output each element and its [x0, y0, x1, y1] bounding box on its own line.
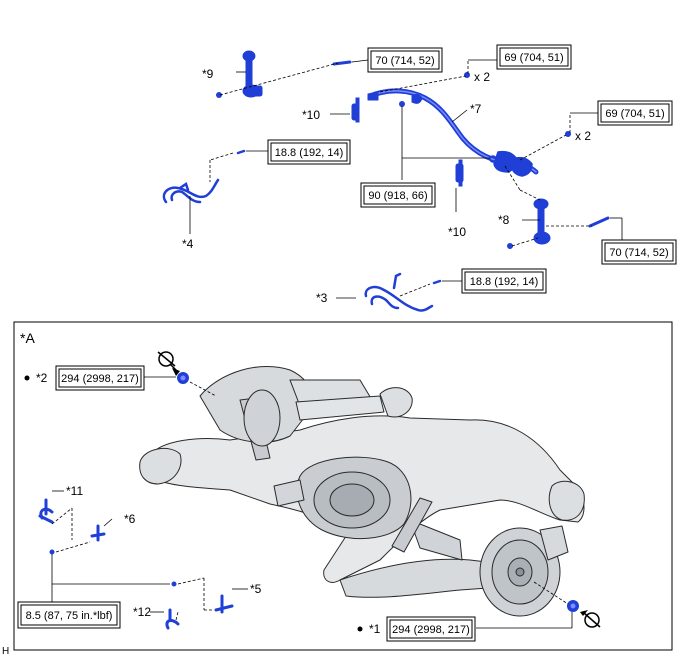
qty-nut-top: x 2: [474, 70, 490, 84]
callout-8: *8: [498, 213, 510, 227]
nut-bracket: [399, 101, 405, 107]
callout-10-right: *10: [448, 225, 466, 239]
sensor-harness-upper: [162, 178, 220, 204]
torque-box-hub-bottom: 294 (2998, 217): [386, 616, 476, 642]
torque-box-sensor-lower: 18.8 (192, 14): [461, 268, 547, 294]
replace-part-icon-bottom: [580, 610, 601, 628]
callout-12: *12: [133, 605, 151, 619]
torque-box-bracket: 90 (918, 66): [360, 182, 436, 208]
sensor-harness-lower: [364, 272, 434, 312]
torque-hub-top: 294 (2998, 217): [61, 373, 139, 385]
harness-clamp-12: [165, 608, 180, 630]
bolt-sensor-upper: [236, 149, 246, 155]
bushing-bracket-right: [455, 159, 464, 187]
torque-sensor-lower: 18.8 (192, 14): [470, 276, 539, 288]
callout-6: *6: [124, 512, 136, 526]
stabilizer-bar: [367, 88, 539, 177]
hub-nut-top: [177, 372, 189, 384]
replace-part-icon-top: [157, 351, 180, 376]
nut-lower-link: [507, 243, 513, 249]
torque-nut-top: 69 (704, 51): [504, 52, 563, 64]
torque-nut-right: 69 (704, 51): [605, 108, 664, 120]
bolt-sensor-lower: [432, 279, 442, 285]
torque-box-upper-link: 70 (714, 52): [367, 47, 443, 73]
nut-top: [464, 72, 470, 78]
nut-upper-link: [216, 92, 222, 98]
callout-7: *7: [470, 102, 482, 116]
callout-5: *5: [250, 582, 262, 596]
harness-clamp-6: [90, 524, 106, 542]
hub-nut-bottom: [567, 600, 579, 612]
callout-2: *2: [36, 371, 48, 385]
callout-4: *4: [182, 237, 194, 251]
torque-hub-bottom: 294 (2998, 217): [392, 624, 470, 636]
rear-suspension-member: [139, 366, 585, 617]
torque-sensor-upper: 18.8 (192, 14): [275, 147, 344, 159]
torque-upper-link: 70 (714, 52): [375, 55, 434, 67]
callout-11: *11: [66, 484, 83, 498]
nut-right: [565, 131, 571, 137]
stabilizer-link-upper: [242, 50, 263, 98]
stabilizer-link-lower: [533, 198, 551, 245]
torque-box-nut-right: 69 (704, 51): [597, 100, 673, 126]
harness-clamp-11: [38, 498, 54, 524]
callout-9: *9: [202, 67, 214, 81]
torque-bolts: 8.5 (87, 75 in.*lbf): [26, 610, 113, 622]
callout-10-left: *10: [302, 108, 320, 122]
torque-bracket: 90 (918, 66): [368, 190, 427, 202]
callout-a: *A: [20, 330, 35, 346]
washer-bar: [489, 155, 497, 163]
torque-box-lower-link: 70 (714, 52): [601, 239, 677, 265]
callout-1: *1: [369, 622, 381, 636]
bullet-1: [357, 626, 363, 632]
torque-box-nut-top: 69 (704, 51): [496, 44, 572, 70]
bolt-lower-link: [588, 216, 610, 228]
torque-lower-link: 70 (714, 52): [609, 247, 668, 259]
bullet-2: [24, 375, 30, 381]
bushing-bracket-left: [351, 97, 360, 123]
torque-box-bolts: 8.5 (87, 75 in.*lbf): [17, 601, 121, 629]
leader-lines-lower: [51, 376, 573, 629]
figure-code: H: [2, 646, 9, 657]
small-bolts: [49, 549, 177, 587]
detail-frame-a: [13, 321, 673, 651]
callout-3: *3: [316, 291, 328, 305]
torque-box-sensor-upper: 18.8 (192, 14): [267, 139, 351, 165]
torque-box-hub-top: 294 (2998, 217): [55, 365, 145, 391]
harness-clamp-5: [214, 594, 234, 614]
qty-nut-right: x 2: [575, 129, 591, 143]
